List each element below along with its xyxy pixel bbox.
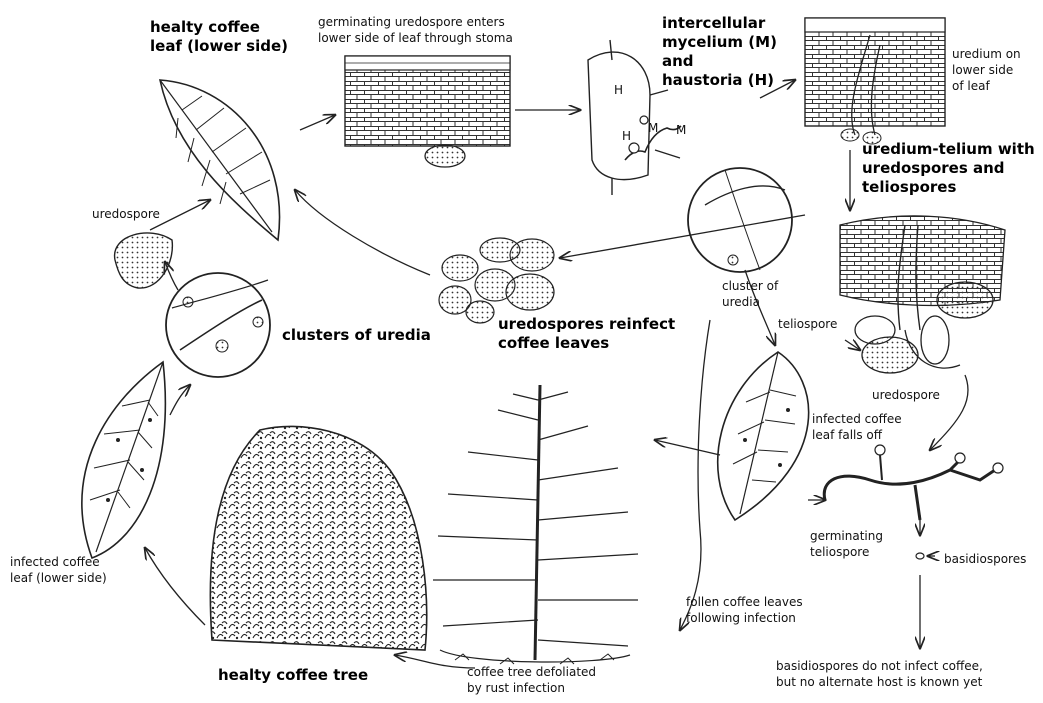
basidiospores-note-label: basidiospores do not infect coffee, but … (776, 658, 983, 690)
clusters-of-uredia-label: clusters of uredia (282, 326, 431, 345)
uredospore-left-drawing (115, 233, 173, 288)
infected-leaf-lower-label: infected coffee leaf (lower side) (10, 554, 107, 586)
uredospore-right-label: uredospore (872, 387, 940, 403)
healthy-tree-drawing (210, 426, 426, 650)
cluster-of-uredia-label: cluster of uredia (722, 278, 778, 310)
defoliated-tree-drawing (433, 385, 638, 664)
germinating-uredospore-label: germinating uredospore enters lower side… (318, 14, 513, 46)
infected-leaf-falls-label: infected coffee leaf falls off (812, 411, 902, 443)
uredium-telium-label: uredium-telium with uredospores and teli… (862, 140, 1035, 197)
fallen-leaves-label: follen coffee leaves following infection (686, 594, 803, 626)
uredospores-cluster-drawing (439, 238, 554, 323)
mycelium-marker-2: M (676, 122, 686, 138)
uredospore-left-label: uredospore (92, 206, 160, 222)
leaf-cross-section (345, 56, 510, 167)
magnified-leaf-circle-left (166, 273, 270, 377)
uredium-cross-section (805, 18, 945, 144)
falling-infected-leaf-drawing (718, 352, 809, 520)
teliospore-label: teliospore (778, 316, 837, 332)
germinating-teliospore-label: germinating teliospore (810, 528, 883, 560)
haustoria-marker-2: H (622, 128, 631, 144)
uredium-lower-side-label: uredium on lower side of leaf (952, 46, 1021, 94)
healthy-tree-label: healty coffee tree (218, 666, 368, 685)
haustoria-marker-1: H (614, 82, 623, 98)
healthy-leaf-label: healty coffee leaf (lower side) (150, 18, 288, 56)
mycelium-marker-1: M (648, 120, 658, 136)
tree-defoliated-label: coffee tree defoliated by rust infection (467, 664, 596, 696)
infected-leaf-left-drawing (82, 362, 165, 558)
uredium-telium-drawing (840, 216, 1005, 373)
basidiospores-label: basidiospores (944, 551, 1026, 567)
intercellular-mycelium-label: intercellular mycelium (M) and haustoria… (662, 14, 777, 90)
uredospores-reinfect-label: uredospores reinfect coffee leaves (498, 315, 675, 353)
